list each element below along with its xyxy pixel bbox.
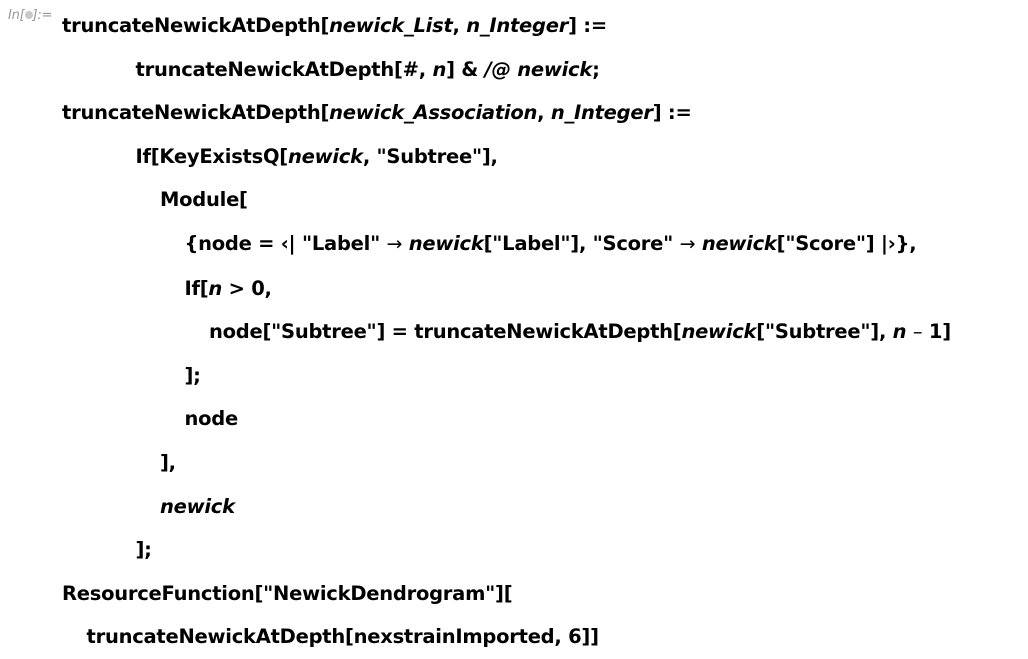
code-token: truncateNewickAtDepth[ [135,57,403,81]
code-token: , [452,14,467,37]
code-token: ] := [652,101,692,125]
code-line[interactable]: ], [62,441,1028,485]
code-line[interactable]: ]; [62,528,1028,572]
code-token: ["Subtree"], [756,320,893,344]
code-token: Module[ [160,188,248,212]
code-token: ["Label"], "Score" [483,231,680,255]
code-token: newick [517,57,593,81]
code-token: newick_Association [329,101,538,125]
code-token: If[ [184,276,209,300]
code-editor-area[interactable]: truncateNewickAtDepth[newick_List, n_Int… [62,4,1028,659]
code-token: , [418,57,433,81]
code-token: ["Score"] |›}, [776,231,917,255]
code-token: ], [160,450,176,474]
code-line[interactable]: ResourceFunction["NewickDendrogram"][ [62,572,1028,616]
code-token: /@ [484,57,511,81]
code-token: If[KeyExistsQ[ [135,144,289,168]
code-line[interactable]: truncateNewickAtDepth[nexstrainImported,… [62,615,1028,659]
code-line[interactable]: If[n > 0, [62,267,1028,311]
code-line[interactable]: truncateNewickAtDepth[newick_List, n_Int… [62,4,1028,48]
code-token: → [679,232,696,255]
code-line[interactable]: node["Subtree"] = truncateNewickAtDepth[… [62,310,1028,354]
code-line[interactable]: truncateNewickAtDepth[newick_Association… [62,91,1028,135]
code-token: ]; [135,538,152,562]
prompt-status-dot-icon [24,10,33,19]
code-token: > 0, [222,276,272,300]
code-line[interactable]: If[KeyExistsQ[newick, "Subtree"], [62,135,1028,179]
code-token: ]; [184,363,201,387]
code-token: node [184,407,239,431]
code-line[interactable]: Module[ [62,178,1028,222]
code-line[interactable]: node [62,397,1028,441]
code-token: truncateNewickAtDepth[nexstrainImported,… [86,625,599,649]
code-token: ] & [446,57,485,81]
code-token: – [912,320,923,344]
code-token: n_Integer [466,14,569,37]
code-token: ResourceFunction["NewickDendrogram"][ [62,581,513,605]
prompt-prefix: In[ [8,8,25,23]
code-line[interactable]: truncateNewickAtDepth[#, n] & /@ newick; [62,48,1028,92]
code-token: , "Subtree"], [362,144,498,168]
prompt-suffix: ]:= [32,8,53,23]
code-token: 1] [922,320,951,344]
cell-prompt-label[interactable]: In[ ]:= [0,4,62,23]
code-token: newick [701,231,777,255]
code-token: newick [287,144,363,168]
code-token: # [402,57,419,81]
code-token: truncateNewickAtDepth[ [62,14,330,37]
code-token: newick [160,494,235,518]
code-token: ; [592,57,600,81]
code-token: truncateNewickAtDepth[ [62,101,330,125]
code-token: newick [408,231,484,255]
code-token: , [537,101,551,125]
code-token: n [892,320,907,344]
code-token: n [208,276,223,300]
code-token: n [432,57,447,81]
code-token: ] := [568,14,607,37]
code-token: newick [681,320,757,344]
code-line[interactable]: ]; [62,354,1028,398]
code-token: → [386,232,403,255]
code-line[interactable]: newick [62,485,1028,529]
code-token: n_Integer [550,101,653,125]
code-token: newick_List [329,14,453,37]
code-token: {node = ‹| "Label" [184,231,387,255]
code-token: node["Subtree"] = truncateNewickAtDepth[ [209,320,682,344]
code-line[interactable]: {node = ‹| "Label" → newick["Label"], "S… [62,222,1028,267]
